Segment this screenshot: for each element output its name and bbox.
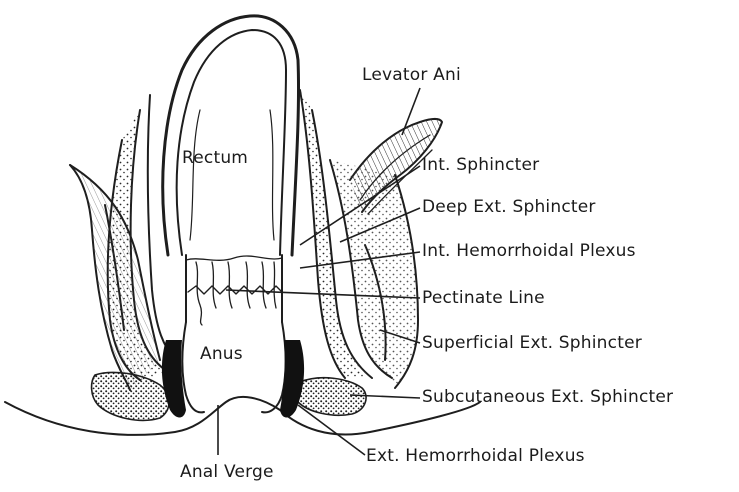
label-int-sphincter: Int. Sphincter <box>422 155 539 175</box>
label-anus: Anus <box>200 344 243 364</box>
label-superficial-ext-sphincter: Superficial Ext. Sphincter <box>422 333 642 353</box>
anal-canal-left <box>182 322 204 412</box>
label-levator-ani: Levator Ani <box>362 65 461 85</box>
label-pectinate-line: Pectinate Line <box>422 288 545 308</box>
rectum-inner-wall <box>177 30 286 255</box>
label-anal-verge: Anal Verge <box>180 462 274 482</box>
label-rectum: Rectum <box>182 148 248 168</box>
label-ext-hemorrhoidal-plexus: Ext. Hemorrhoidal Plexus <box>366 446 585 466</box>
label-subcutaneous-ext-sphincter: Subcutaneous Ext. Sphincter <box>422 387 673 407</box>
skin-contour <box>5 397 480 435</box>
anal-columns <box>186 255 282 322</box>
label-int-hemorrhoidal-plexus: Int. Hemorrhoidal Plexus <box>422 241 636 261</box>
rectum-outer-wall <box>163 16 299 255</box>
label-deep-ext-sphincter: Deep Ext. Sphincter <box>422 197 596 217</box>
left-subcutaneous-sphincter <box>92 372 169 420</box>
